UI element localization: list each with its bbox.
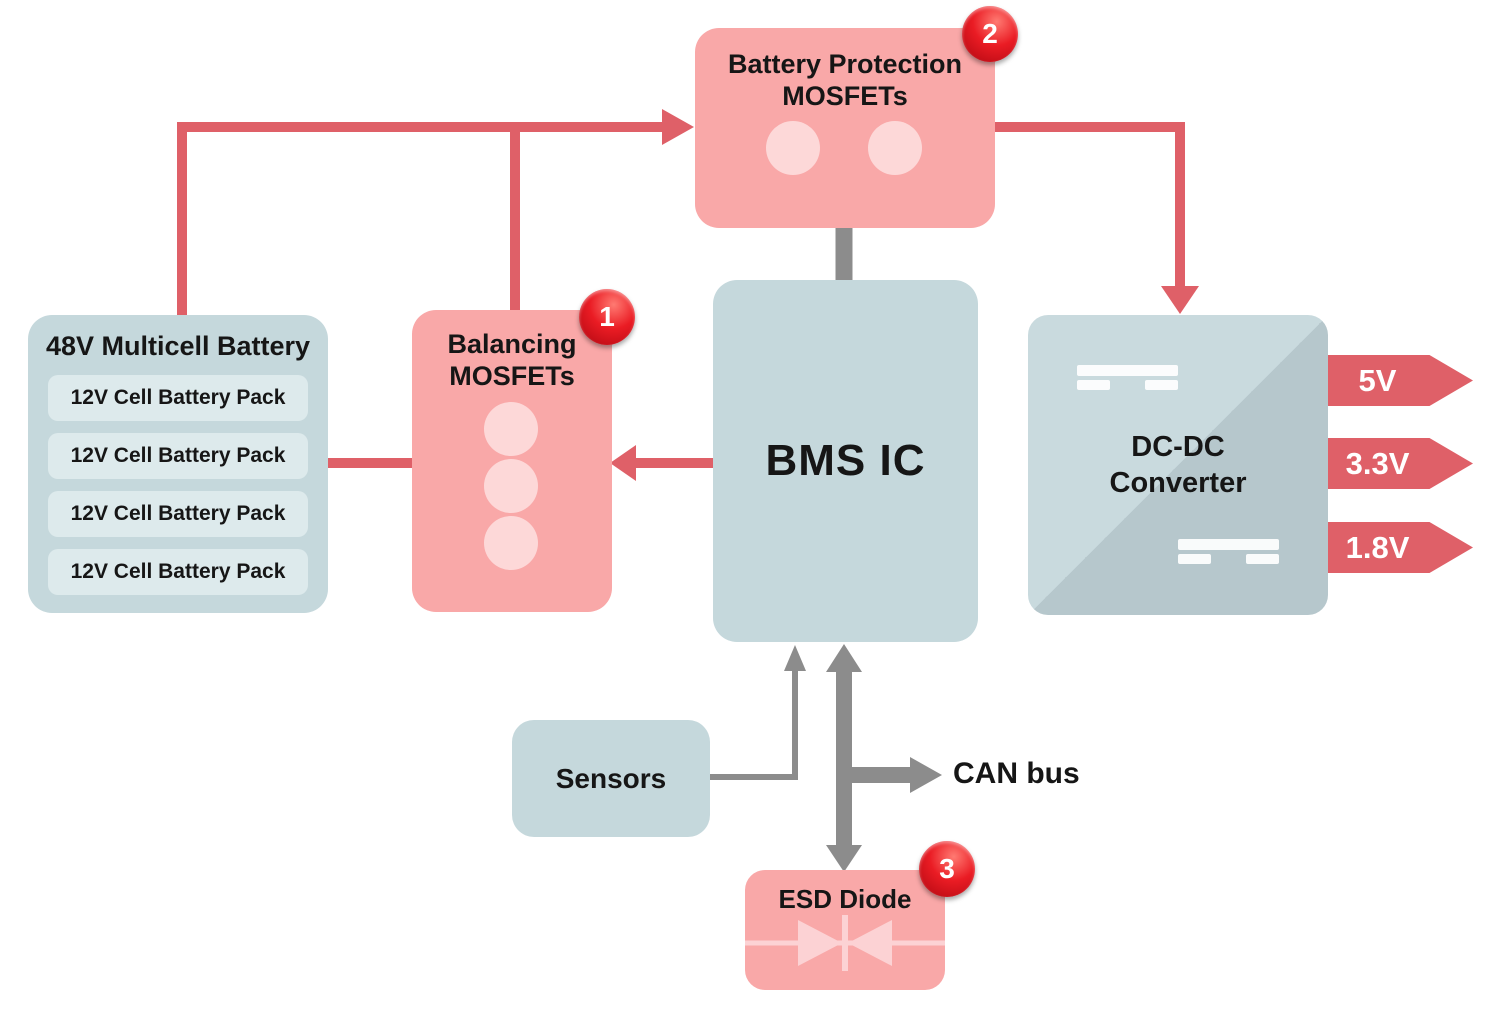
battery-cell: 12V Cell Battery Pack xyxy=(48,433,308,479)
bms-arrowhead-up-icon xyxy=(826,644,862,672)
diode-symbol-icon xyxy=(745,915,945,971)
protection-mosfets-block: Battery Protection MOSFETs 2 xyxy=(695,6,1018,228)
dcdc-title: DC-DC Converter xyxy=(1109,430,1247,499)
sensors-block: Sensors xyxy=(512,720,710,837)
mosfet-circle-icon xyxy=(766,121,820,175)
mosfet-circle-icon xyxy=(484,402,538,456)
step-badge-3: 3 xyxy=(919,841,975,897)
protection-to-dcdc-line xyxy=(995,122,1185,288)
bms-ic-block: BMS IC xyxy=(713,280,978,642)
battery-cell: 12V Cell Battery Pack xyxy=(48,375,308,421)
battery-to-protection-line xyxy=(177,122,664,318)
sensors-title: Sensors xyxy=(555,762,667,794)
step-badge-1: 1 xyxy=(579,289,635,345)
battery-block: 48V Multicell Battery 12V Cell Battery P… xyxy=(28,315,328,613)
dcdc-arrowhead-icon xyxy=(1161,286,1199,314)
can-bus-label: CAN bus xyxy=(953,757,1080,790)
dcdc-converter-block: DC-DC Converter xyxy=(1028,315,1328,615)
can-bus-arrowhead-icon xyxy=(910,757,942,793)
battery-title: 48V Multicell Battery xyxy=(45,331,311,361)
battery-cell: 12V Cell Battery Pack xyxy=(48,549,308,595)
protection-title: Battery Protection MOSFETs xyxy=(727,49,963,112)
mosfet-circle-icon xyxy=(484,459,538,513)
esd-arrowhead-down-icon xyxy=(826,845,862,872)
protection-arrowhead-icon xyxy=(662,109,694,145)
battery-cell: 12V Cell Battery Pack xyxy=(48,491,308,537)
sensors-to-bms-line xyxy=(710,670,798,780)
bms-title: BMS IC xyxy=(765,436,926,485)
esd-diode-block: ESD Diode 3 xyxy=(745,841,975,990)
mosfet-circle-icon xyxy=(868,121,922,175)
balancing-arrowhead-icon xyxy=(610,445,636,481)
balancing-mosfets-block: Balancing MOSFETs 1 xyxy=(412,289,635,612)
balancing-title: Balancing MOSFETs xyxy=(447,329,577,392)
sensors-arrowhead-icon xyxy=(784,645,806,671)
esd-title: ESD Diode xyxy=(778,884,912,914)
mosfet-circle-icon xyxy=(484,516,538,570)
step-badge-2: 2 xyxy=(962,6,1018,62)
